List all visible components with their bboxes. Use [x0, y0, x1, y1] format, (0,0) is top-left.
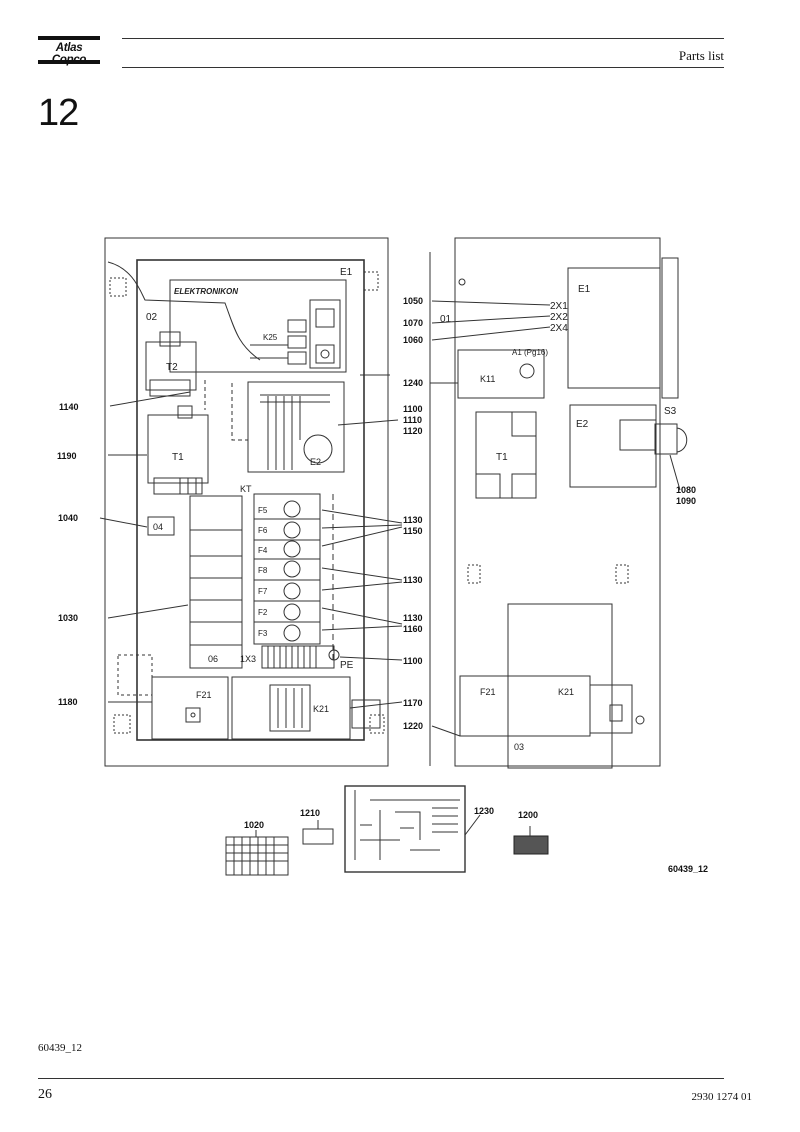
contactor-k21	[231, 676, 351, 740]
label-t1: T1	[172, 452, 184, 463]
label-04: 04	[153, 522, 163, 532]
label-03: 03	[514, 742, 524, 752]
header-rule-top	[122, 38, 724, 39]
label-e2: E2	[310, 457, 321, 467]
elektronikon-unit	[169, 279, 347, 373]
label-f6: F6	[258, 526, 268, 535]
label-right-t1: T1	[496, 452, 508, 463]
callout-1230: 1230	[474, 806, 494, 816]
right-f21-k21	[459, 675, 591, 737]
label-f4: F4	[258, 546, 268, 555]
callout-1140: 1140	[59, 402, 79, 412]
callout-1130-c: 1130	[403, 613, 423, 623]
callout-1100-top: 1100	[403, 404, 423, 414]
relay-column	[189, 495, 243, 669]
callout-1150: 1150	[403, 526, 423, 536]
footer-rule	[38, 1078, 724, 1079]
label-t2: T2	[166, 362, 178, 373]
label-right-e1: E1	[578, 284, 591, 295]
callout-1130-b: 1130	[403, 575, 423, 585]
label-1210	[302, 828, 334, 845]
callout-1210: 1210	[300, 808, 320, 818]
right-cabinet	[454, 237, 661, 767]
label-f21: F21	[196, 690, 212, 700]
unit-e2	[569, 404, 657, 488]
label-s3: S3	[664, 406, 677, 417]
callout-1120: 1120	[403, 426, 423, 436]
label-e1: E1	[340, 267, 353, 278]
label-1020	[225, 836, 289, 876]
breaker-f21	[151, 676, 229, 740]
fuse-column	[253, 493, 321, 645]
label-06: 06	[208, 654, 218, 664]
label-2x4: 2X4	[550, 323, 568, 334]
atlas-copco-logo: Atlas Copco	[38, 36, 100, 68]
callout-1070: 1070	[403, 318, 423, 328]
label-k11: K11	[480, 374, 495, 384]
transformer-t2	[145, 341, 197, 391]
label-02: 02	[146, 312, 158, 323]
label-right-e2: E2	[576, 419, 589, 430]
page-number: 26	[38, 1087, 52, 1102]
left-mounting-plate	[136, 259, 365, 741]
label-k25: K25	[263, 333, 278, 342]
document-number: 2930 1274 01	[691, 1091, 753, 1103]
callout-1090: 1090	[676, 496, 696, 506]
label-2x1: 2X1	[550, 301, 568, 312]
label-right-f21: F21	[480, 687, 496, 697]
pe-terminal	[328, 649, 340, 661]
callout-1050: 1050	[403, 296, 423, 306]
header-rule-bottom	[122, 67, 724, 68]
callout-1200: 1200	[518, 810, 538, 820]
callout-1190: 1190	[57, 451, 77, 461]
callout-1240: 1240	[403, 378, 423, 388]
label-right-k21: K21	[558, 687, 574, 697]
label-a1: A1 (Pg16)	[512, 348, 548, 357]
label-1200	[513, 835, 549, 855]
label-f2: F2	[258, 608, 268, 617]
label-k21: K21	[313, 704, 329, 714]
label-f7: F7	[258, 587, 268, 596]
box-04	[147, 516, 175, 536]
section-number: 12	[38, 92, 79, 134]
label-pe: PE	[340, 660, 354, 671]
callout-1180: 1180	[58, 697, 78, 707]
label-01: 01	[440, 314, 452, 325]
header-title: Parts list	[678, 48, 724, 63]
left-cabinet-door	[104, 237, 389, 767]
label-1x3: 1X3	[240, 654, 256, 664]
figure-code: 60439_12	[668, 864, 708, 874]
callout-1220: 1220	[403, 721, 423, 731]
label-1230	[344, 785, 466, 873]
figure-reference: 60439_12	[38, 1042, 82, 1054]
callout-1110: 1110	[403, 415, 422, 425]
callout-1130-a: 1130	[403, 515, 423, 525]
label-f8: F8	[258, 566, 268, 575]
callout-1100-bottom: 1100	[403, 656, 423, 666]
callout-1060: 1060	[403, 335, 423, 345]
transformer-t1	[147, 414, 209, 484]
terminal-block-upper	[247, 381, 345, 473]
callout-1030: 1030	[58, 613, 78, 623]
callout-1170: 1170	[403, 698, 423, 708]
label-f5: F5	[258, 506, 268, 515]
plate-notch	[107, 261, 261, 361]
label-elektronikon: ELEKTRONIKON	[174, 287, 238, 296]
label-kt: KT	[240, 484, 252, 494]
label-2x2: 2X2	[550, 312, 568, 323]
callout-1160: 1160	[403, 624, 423, 634]
callout-1040: 1040	[58, 513, 78, 523]
label-f3: F3	[258, 629, 268, 638]
callout-1080: 1080	[676, 485, 696, 495]
callout-1020: 1020	[244, 820, 264, 830]
relay-k11	[457, 349, 545, 399]
